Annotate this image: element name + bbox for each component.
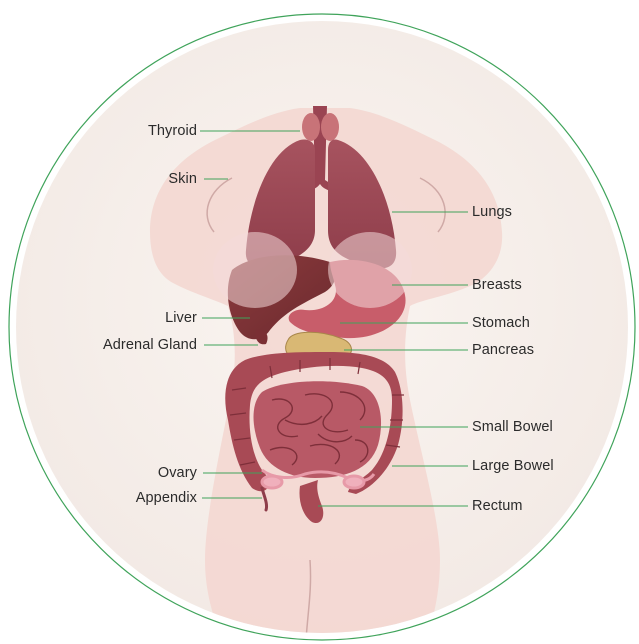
label-large-bowel: Large Bowel [472,458,554,474]
label-breasts: Breasts [472,277,522,293]
label-ovary: Ovary [158,465,197,481]
thyroid-left [302,113,320,141]
breast-left [213,232,297,308]
thyroid-right [321,113,339,141]
label-skin: Skin [168,171,197,187]
label-liver: Liver [165,310,197,326]
label-appendix: Appendix [136,490,197,506]
label-rectum: Rectum [472,498,523,514]
breast-right [328,232,412,308]
label-pancreas: Pancreas [472,342,534,358]
label-small-bowel: Small Bowel [472,419,553,435]
label-lungs: Lungs [472,204,512,220]
label-stomach: Stomach [472,315,530,331]
small-bowel [254,381,382,478]
label-thyroid: Thyroid [148,123,197,139]
label-adrenal-gland: Adrenal Gland [103,337,197,353]
